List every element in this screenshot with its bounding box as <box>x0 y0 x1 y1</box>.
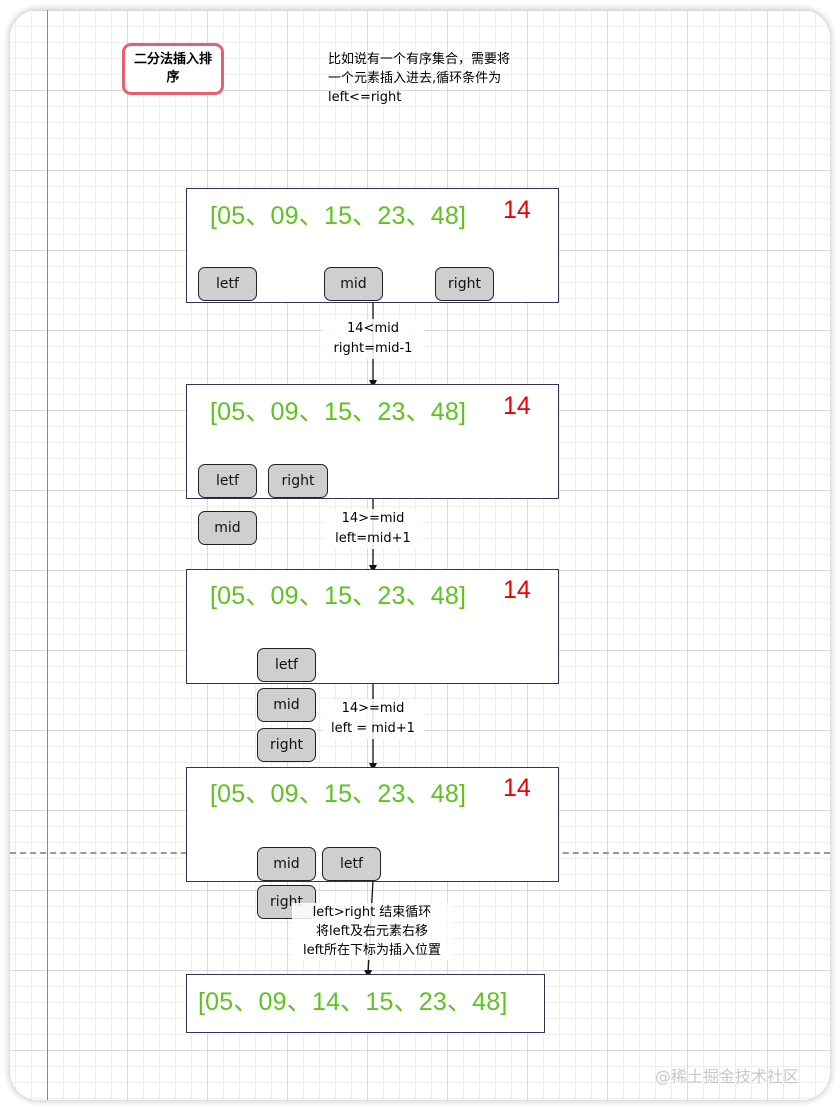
transition-1-line-1: 14<mid <box>347 321 399 336</box>
transition-3-line-2: left = mid+1 <box>331 721 415 736</box>
pointer-mid: mid <box>257 688 316 722</box>
step-2-target: 14 <box>503 392 531 420</box>
transition-1-line-2: right=mid-1 <box>333 341 413 356</box>
description-line-2: 一个元素插入进去,循环条件为 <box>328 71 502 86</box>
title-text: 二分法插入排序 <box>134 52 213 85</box>
pointer-right: right <box>268 464 328 498</box>
step-1-target: 14 <box>503 196 531 224</box>
transition-2-line-2: left=mid+1 <box>335 531 411 546</box>
description-line-1: 比如说有一个有序集合，需要将 <box>328 52 511 67</box>
margin-line <box>47 10 48 1100</box>
description: 比如说有一个有序集合，需要将 一个元素插入进去,循环条件为 left<=righ… <box>328 50 548 107</box>
result-box <box>186 974 545 1033</box>
pointer-mid: mid <box>324 267 383 301</box>
pointer-left: letf <box>257 648 316 682</box>
pointer-left: letf <box>198 464 257 498</box>
pointer-right: right <box>257 728 316 762</box>
transition-4-line-1: left>right 结束循环 <box>312 905 432 920</box>
pointer-left: letf <box>322 847 381 881</box>
step-3-box <box>186 569 559 684</box>
pointer-mid: mid <box>198 511 257 545</box>
step-2-array: [05、09、15、23、48] <box>210 398 467 426</box>
title-box: 二分法插入排序 <box>122 43 224 95</box>
description-line-3: left<=right <box>328 90 402 105</box>
step-4-array: [05、09、15、23、48] <box>210 780 467 808</box>
pointer-right: right <box>435 267 494 301</box>
transition-2-line-1: 14>=mid <box>341 511 405 526</box>
pointer-mid: mid <box>257 847 316 881</box>
step-1-array: [05、09、15、23、48] <box>210 202 467 230</box>
transition-4-line-3: left所在下标为插入位置 <box>302 943 442 958</box>
step-4-target: 14 <box>503 774 531 802</box>
transition-2-label: 14>=mid left=mid+1 <box>325 509 421 549</box>
transition-4-label: left>right 结束循环 将left及右元素右移 left所在下标为插入位… <box>292 903 452 960</box>
step-3-array: [05、09、15、23、48] <box>210 582 467 610</box>
transition-4-line-2: 将left及右元素右移 <box>315 924 429 939</box>
watermark: @稀土掘金技术社区 <box>655 1067 800 1086</box>
result-array: [05、09、14、15、23、48] <box>198 988 508 1016</box>
transition-1-label: 14<mid right=mid-1 <box>322 319 424 359</box>
step-3-target: 14 <box>503 576 531 604</box>
transition-3-label: 14>=mid left = mid+1 <box>322 699 424 739</box>
pointer-left: letf <box>198 267 257 301</box>
transition-3-line-1: 14>=mid <box>341 701 405 716</box>
